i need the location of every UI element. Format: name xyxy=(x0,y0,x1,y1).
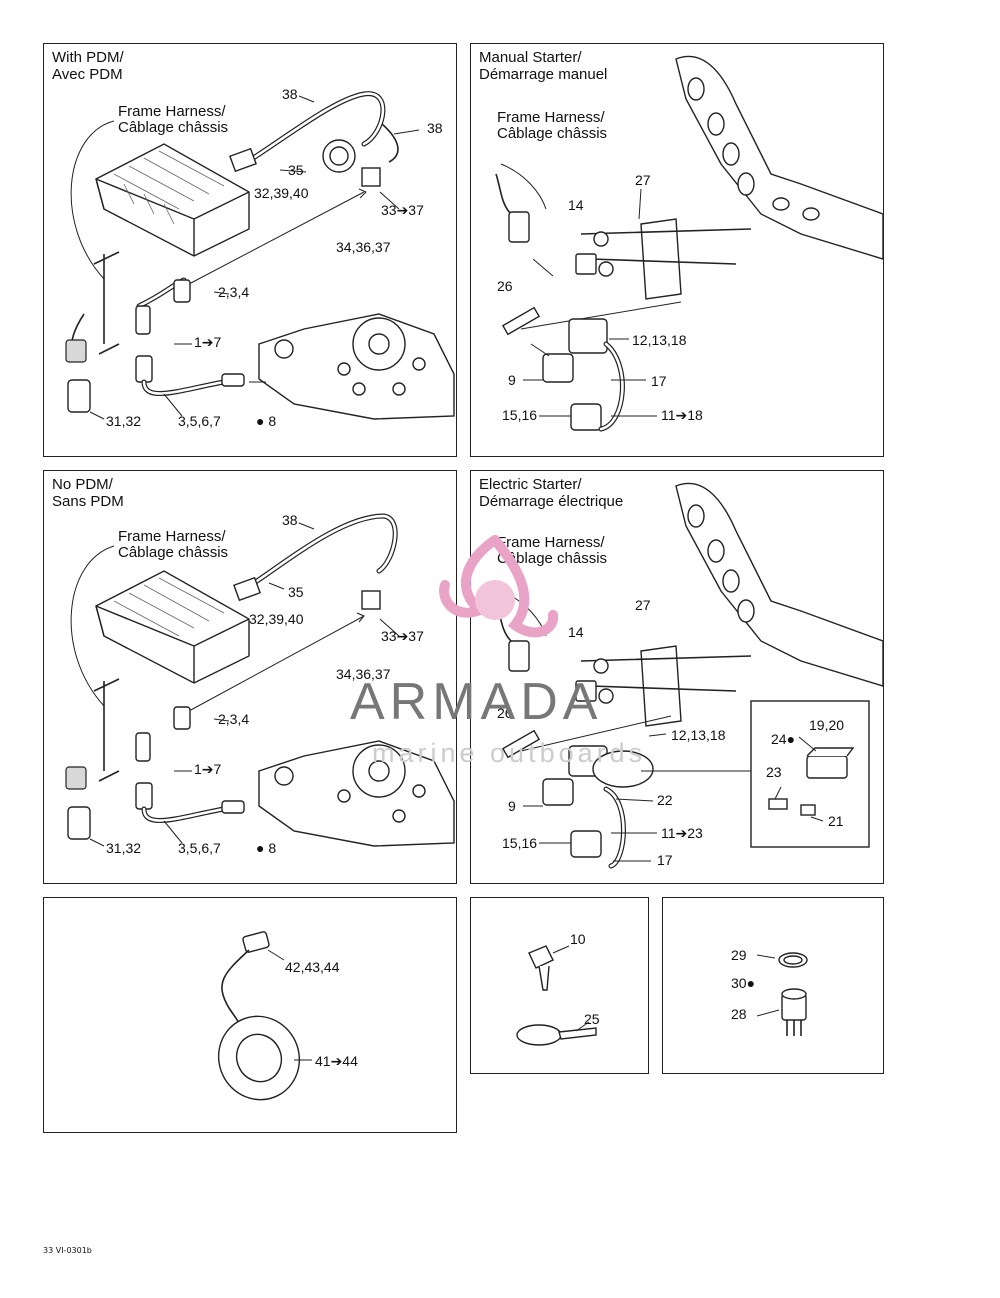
panel-title: No PDM/ Sans PDM xyxy=(52,476,124,510)
drop-icon: ● xyxy=(256,840,265,856)
frame-harness-plug-icon xyxy=(508,211,530,243)
connector-35-icon xyxy=(229,147,257,173)
label-31-32: 31,32 xyxy=(106,413,142,429)
drop-icon: ● xyxy=(746,975,756,991)
label-34-36-37: 34,36,37 xyxy=(336,666,391,682)
label-1-7: 1➔7 xyxy=(194,761,222,777)
watermark-brand: ARMADA xyxy=(350,673,603,731)
label-41-44: 41➔44 xyxy=(315,1053,358,1069)
label-1-7: 1➔7 xyxy=(194,334,222,350)
panel-sensor: 42,43,44 41➔44 xyxy=(43,897,457,1133)
pdm-module-icon xyxy=(95,143,250,257)
label-32-39-40: 32,39,40 xyxy=(254,185,309,201)
label-12-13-18: 12,13,18 xyxy=(632,332,687,348)
frame-harness-label: Frame Harness/ Câblage châssis xyxy=(118,528,229,561)
connector-15-icon xyxy=(570,403,602,431)
label-28: 28 xyxy=(731,1006,747,1022)
panel-title: Manual Starter/ Démarrage manuel xyxy=(479,49,608,83)
label-31-32: 31,32 xyxy=(106,840,142,856)
electric-starter-illustration xyxy=(495,482,884,869)
label-35: 35 xyxy=(288,162,304,178)
label-8: ● 8 xyxy=(256,840,277,856)
label-26: 26 xyxy=(497,278,513,294)
label-34-36-37: 34,36,37 xyxy=(336,239,391,255)
screw-10-icon xyxy=(528,945,554,969)
fuse-26-icon xyxy=(501,306,541,336)
label-15-16: 15,16 xyxy=(502,407,538,423)
bracket-27-icon xyxy=(640,218,682,300)
label-3-5-6-7: 3,5,6,7 xyxy=(178,840,221,856)
label-33-37: 33➔37 xyxy=(381,628,424,644)
drop-icon: ● xyxy=(786,731,796,747)
watermark-logo-icon xyxy=(439,535,559,638)
cable-tie-25-icon xyxy=(516,1024,562,1046)
label-15-16: 15,16 xyxy=(502,835,538,851)
fuse-holder-19-icon xyxy=(806,755,848,779)
label-22: 22 xyxy=(657,792,673,808)
connector-illustration xyxy=(756,952,808,1036)
starter-22-icon xyxy=(592,750,654,788)
sensor-illustration xyxy=(217,931,312,1101)
label-29: 29 xyxy=(731,947,747,963)
with-pdm-illustration xyxy=(65,91,455,420)
engine-block-icon xyxy=(249,313,455,420)
label-9: 9 xyxy=(508,372,516,388)
label-33-37: 33➔37 xyxy=(381,202,424,218)
label-32-39-40: 32,39,40 xyxy=(249,611,304,627)
label-14: 14 xyxy=(568,624,584,640)
label-24: 24● xyxy=(771,731,796,747)
panel-with-pdm: With PDM/ Avec PDM Frame Harness/ Câblag… xyxy=(43,43,457,457)
label-2-3-4: 2,3,4 xyxy=(218,284,250,300)
figure-code: 33 VI-0301b xyxy=(43,1246,92,1255)
panel-title: Electric Starter/ Démarrage électrique xyxy=(479,476,624,510)
no-pdm-illustration xyxy=(65,513,455,847)
fasteners-illustration xyxy=(516,945,597,1046)
panel-fasteners: 10 25 xyxy=(470,897,649,1074)
connector-2-icon xyxy=(173,279,191,303)
label-12-13-18: 12,13,18 xyxy=(671,727,726,743)
label-19-20: 19,20 xyxy=(809,717,845,733)
label-25: 25 xyxy=(584,1011,600,1027)
label-23: 23 xyxy=(766,764,782,780)
label-27: 27 xyxy=(635,597,651,613)
label-30: 30● xyxy=(731,975,756,991)
label-42-43-44: 42,43,44 xyxy=(285,959,340,975)
connector-33-icon xyxy=(361,167,381,187)
panel-connector: 29 30● 28 xyxy=(662,897,884,1074)
panel-electric-starter: Electric Starter/ Démarrage électrique F… xyxy=(470,470,884,884)
fuse-21-icon xyxy=(800,804,816,816)
panel-no-pdm: No PDM/ Sans PDM Frame Harness/ Câblage … xyxy=(43,470,457,884)
fuse-23-icon xyxy=(768,798,788,810)
label-35: 35 xyxy=(288,584,304,600)
label-2-3-4: 2,3,4 xyxy=(218,711,250,727)
frame-tube-icon xyxy=(675,55,884,260)
connector-12-icon xyxy=(568,318,608,354)
manual-starter-illustration xyxy=(495,55,884,432)
label-9: 9 xyxy=(508,798,516,814)
label-38: 38 xyxy=(282,512,298,528)
label-11-23: 11➔23 xyxy=(661,825,703,841)
frame-harness-label: Frame Harness/ Câblage châssis xyxy=(118,103,229,136)
connector-31-icon xyxy=(65,339,87,363)
label-11-18: 11➔18 xyxy=(661,407,703,423)
drop-icon: ● xyxy=(256,413,265,429)
label-14: 14 xyxy=(568,197,584,213)
panel-manual-starter: Manual Starter/ Démarrage manuel Frame H… xyxy=(470,43,884,457)
sensor-connector-icon xyxy=(242,931,270,953)
label-21: 21 xyxy=(828,813,844,829)
label-8: ● 8 xyxy=(256,413,277,429)
label-26: 26 xyxy=(497,705,513,721)
watermark-tagline: marine outboards xyxy=(372,738,647,768)
relay-14-icon xyxy=(575,253,597,275)
label-27: 27 xyxy=(635,172,651,188)
label-10: 10 xyxy=(570,931,586,947)
label-17: 17 xyxy=(651,373,667,389)
panel-title: With PDM/ Avec PDM xyxy=(52,49,124,83)
frame-harness-label: Frame Harness/ Câblage châssis xyxy=(497,109,608,142)
label-17: 17 xyxy=(657,852,673,868)
label-38: 38 xyxy=(282,86,298,102)
label-38: 38 xyxy=(427,120,443,136)
solenoid-9-icon xyxy=(542,353,574,383)
label-3-5-6-7: 3,5,6,7 xyxy=(178,413,221,429)
